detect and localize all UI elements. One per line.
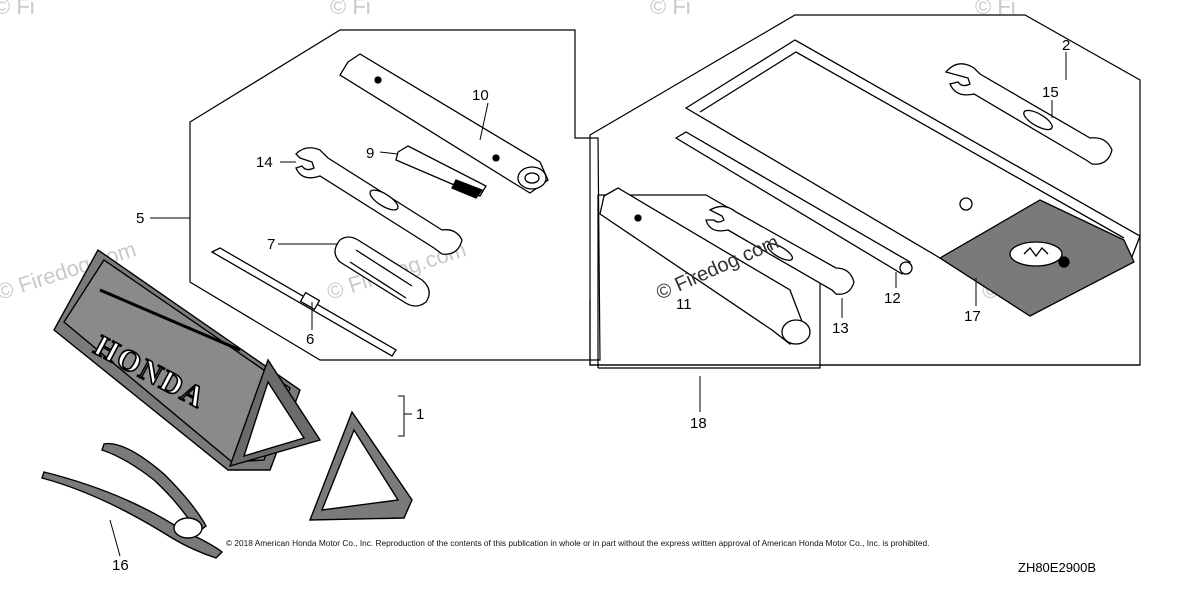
callout-9: 9 (366, 145, 374, 162)
handle-bar-part-12[interactable] (674, 131, 913, 275)
screwdriver-handle-part-7[interactable] (334, 236, 430, 307)
leader-lines (109, 52, 1067, 557)
plug-wrench-part-11[interactable] (599, 187, 811, 345)
watermark-text: © Fi (330, 0, 371, 19)
pliers-part-16[interactable] (41, 442, 224, 559)
callout-17: 17 (964, 308, 981, 325)
callout-5: 5 (136, 210, 144, 227)
wrench-part-15[interactable] (944, 63, 1113, 165)
wrench-part-13[interactable] (705, 205, 855, 295)
callout-11: 11 (676, 296, 692, 313)
callout-14: 14 (256, 154, 273, 171)
group-outline-5 (189, 29, 601, 361)
copyright-notice: © 2018 American Honda Motor Co., Inc. Re… (226, 538, 930, 548)
callout-7: 7 (267, 236, 275, 253)
wrench-part-14[interactable] (295, 147, 463, 255)
group-outline-17 (589, 300, 1140, 366)
callout-16: 16 (112, 557, 129, 574)
tool-bag-part-1[interactable]: HONDA (53, 248, 413, 521)
watermark-text: © Fi (0, 0, 35, 19)
callout-6: 6 (306, 331, 314, 348)
callout-15: 15 (1042, 84, 1059, 101)
callout-18: 18 (690, 415, 707, 432)
screwdriver-shaft-part-6[interactable] (210, 247, 397, 357)
watermark-text: © Fi (975, 0, 1016, 19)
callout-1: 1 (416, 406, 424, 423)
callout-10: 10 (472, 87, 489, 104)
watermark-text: © Fi (650, 0, 691, 19)
box-wrench-part-10[interactable] (339, 53, 549, 194)
diagram-code: ZH80E2900B (1018, 560, 1097, 575)
screwdriver-bit-part-9[interactable] (395, 145, 487, 199)
callout-13: 13 (832, 320, 849, 337)
callout-12: 12 (884, 290, 901, 307)
tool-roll-case-part-17[interactable] (684, 39, 1141, 317)
callout-numbers: 10 9 14 7 6 5 1 16 2 15 12 13 17 18 11 (112, 37, 1070, 574)
callout-2: 2 (1062, 37, 1070, 54)
